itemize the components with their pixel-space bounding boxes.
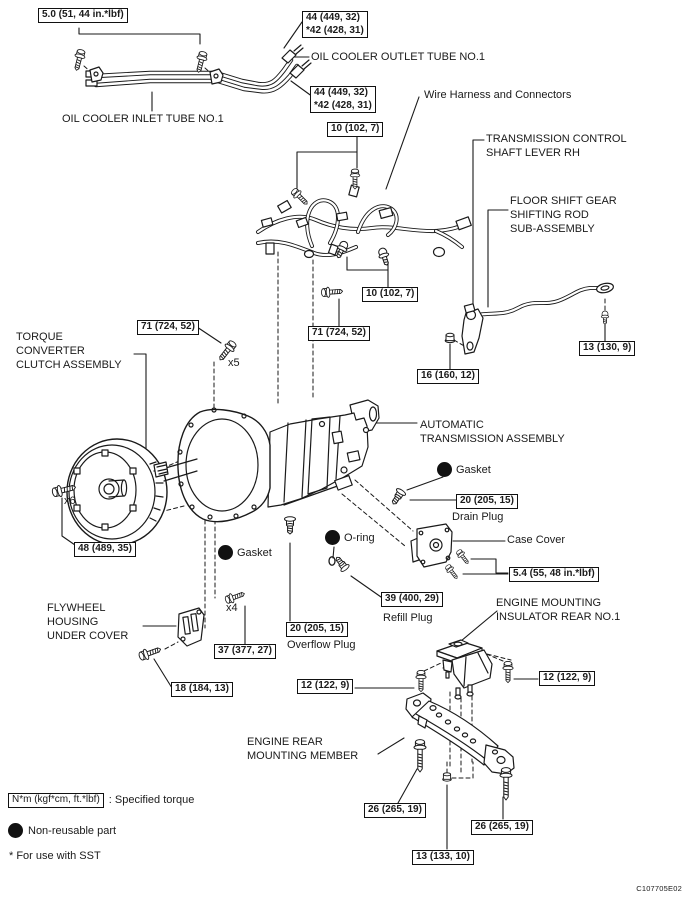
torque-box-member-right: 26 (265, 19): [471, 820, 533, 835]
label-wire-harness: Wire Harness and Connectors: [424, 89, 572, 101]
bolt-icon: [415, 669, 427, 693]
bolt-icon: [454, 547, 472, 567]
label-oil-cooler-outlet: OIL COOLER OUTLET TUBE NO.1: [311, 51, 486, 63]
refill-plug-icon: [332, 553, 351, 574]
plugs-art: [283, 486, 408, 574]
torque-box-converter-bolt: 48 (489, 35): [74, 542, 136, 557]
label-torque-converter: TORQUE CONVERTER CLUTCH ASSEMBLY: [16, 331, 122, 371]
legend-torque: N*m (kgf*cm, ft.*lbf) : Specified torque: [8, 793, 194, 808]
label-flywheel-cover: FLYWHEEL HOUSING UNDER COVER: [47, 602, 129, 642]
torque-box-harness-lower: 10 (102, 7): [362, 287, 419, 302]
torque-box-member-nut: 13 (133, 10): [412, 850, 474, 865]
o-ring-text: O-ring: [344, 531, 375, 544]
torque-box-harness-upper: 10 (102, 7): [327, 122, 384, 137]
non-reusable-dot: [218, 545, 233, 560]
torque-box-housing-left: 71 (724, 52): [137, 320, 199, 335]
non-reusable-dot: [8, 823, 23, 838]
drain-plug-icon: [388, 486, 408, 508]
legend-non-reusable: Non-reusable part: [8, 823, 116, 838]
label-trans-control-lever: TRANSMISSION CONTROL SHAFT LEVER RH: [486, 133, 627, 159]
label-oil-cooler-inlet: OIL COOLER INLET TUBE NO.1: [62, 113, 224, 125]
legend-torque-desc: : Specified torque: [108, 794, 195, 807]
insulator-art: [415, 639, 514, 700]
transmission-art: [153, 399, 380, 523]
bolt-icon: [70, 48, 88, 73]
stud-icon: [600, 310, 610, 325]
torque-box-member-left: 26 (265, 19): [364, 803, 426, 818]
torque-box-housing-mid: 71 (724, 52): [308, 326, 370, 341]
non-reusable-dot: [325, 530, 340, 545]
label-refill-plug: Refill Plug: [383, 612, 433, 624]
label-x4: x4: [226, 602, 238, 614]
label-overflow-plug: Overflow Plug: [287, 639, 356, 651]
oil-cooler-tubes-art: [70, 44, 312, 94]
bolt-icon: [192, 50, 210, 75]
gasket-left-text: Gasket: [237, 546, 272, 559]
legend-non-reusable-text: Non-reusable part: [28, 824, 117, 837]
label-drain-plug: Drain Plug: [452, 511, 504, 523]
nut-icon: [444, 332, 456, 344]
label-gasket-left: Gasket: [218, 545, 272, 560]
legend-torque-unit-box: N*m (kgf*cm, ft.*lbf): [8, 793, 104, 808]
label-case-cover: Case Cover: [507, 534, 566, 546]
torque-box-shift-rod-bolt: 13 (130, 9): [579, 341, 636, 356]
label-o-ring: O-ring: [325, 530, 375, 545]
bolt-icon: [443, 562, 461, 582]
label-engine-rear-member: ENGINE REAR MOUNTING MEMBER: [247, 736, 359, 762]
bolt-icon: [320, 285, 344, 299]
torque-box-oil-outlet-union: 44 (449, 32) *42 (428, 31): [302, 11, 368, 38]
gasket-right-text: Gasket: [456, 463, 491, 476]
label-automatic-transmission: AUTOMATIC TRANSMISSION ASSEMBLY: [420, 419, 565, 445]
torque-box-insulator-right: 12 (122, 9): [539, 671, 596, 686]
torque-box-drain-plug: 20 (205, 15): [456, 494, 518, 509]
label-engine-mounting-insulator: ENGINE MOUNTING INSULATOR REAR NO.1: [496, 597, 621, 623]
nut-icon: [442, 772, 452, 782]
wire-harness-art: [256, 168, 472, 299]
bolt-icon: [499, 766, 513, 801]
legend-sst: * For use with SST: [9, 850, 101, 862]
torque-box-case-cover: 5.4 (55, 48 in.*lbf): [509, 567, 599, 582]
torque-box-control-shaft-nut: 16 (160, 12): [417, 369, 479, 384]
label-x5: x5: [228, 357, 240, 369]
label-floor-shift-rod: FLOOR SHIFT GEAR SHIFTING ROD SUB-ASSEMB…: [510, 195, 617, 235]
case-cover-art: [410, 523, 472, 582]
torque-box-under-cover-front: 18 (184, 13): [171, 682, 233, 697]
bolt-icon: [413, 738, 427, 773]
shift-rod-art: [444, 282, 614, 355]
torque-box-oil-tube-clamp: 5.0 (51, 44 in.*lbf): [38, 8, 128, 23]
o-ring-icon: [328, 556, 336, 566]
mounting-member-art: [405, 692, 515, 801]
bolt-icon: [289, 186, 311, 208]
torque-box-insulator-left: 12 (122, 9): [297, 679, 354, 694]
bolt-icon: [137, 643, 163, 663]
torque-box-overflow-plug: 20 (205, 15): [286, 622, 348, 637]
label-gasket-right: Gasket: [437, 462, 491, 477]
torque-box-oil-inlet-union: 44 (449, 32) *42 (428, 31): [310, 86, 376, 113]
torque-box-refill-plug: 39 (400, 29): [381, 592, 443, 607]
torque-converter-art: [50, 438, 168, 546]
bolt-icon: [502, 660, 514, 684]
figure-code: C107705E02: [636, 884, 682, 893]
label-x6: x6: [64, 495, 76, 507]
overflow-plug-icon: [283, 516, 297, 535]
torque-box-under-cover: 37 (377, 27): [214, 644, 276, 659]
flywheel-cover-art: [137, 338, 247, 663]
leader-lines: [61, 21, 606, 850]
screw-icon: [376, 246, 393, 268]
non-reusable-dot: [437, 462, 452, 477]
